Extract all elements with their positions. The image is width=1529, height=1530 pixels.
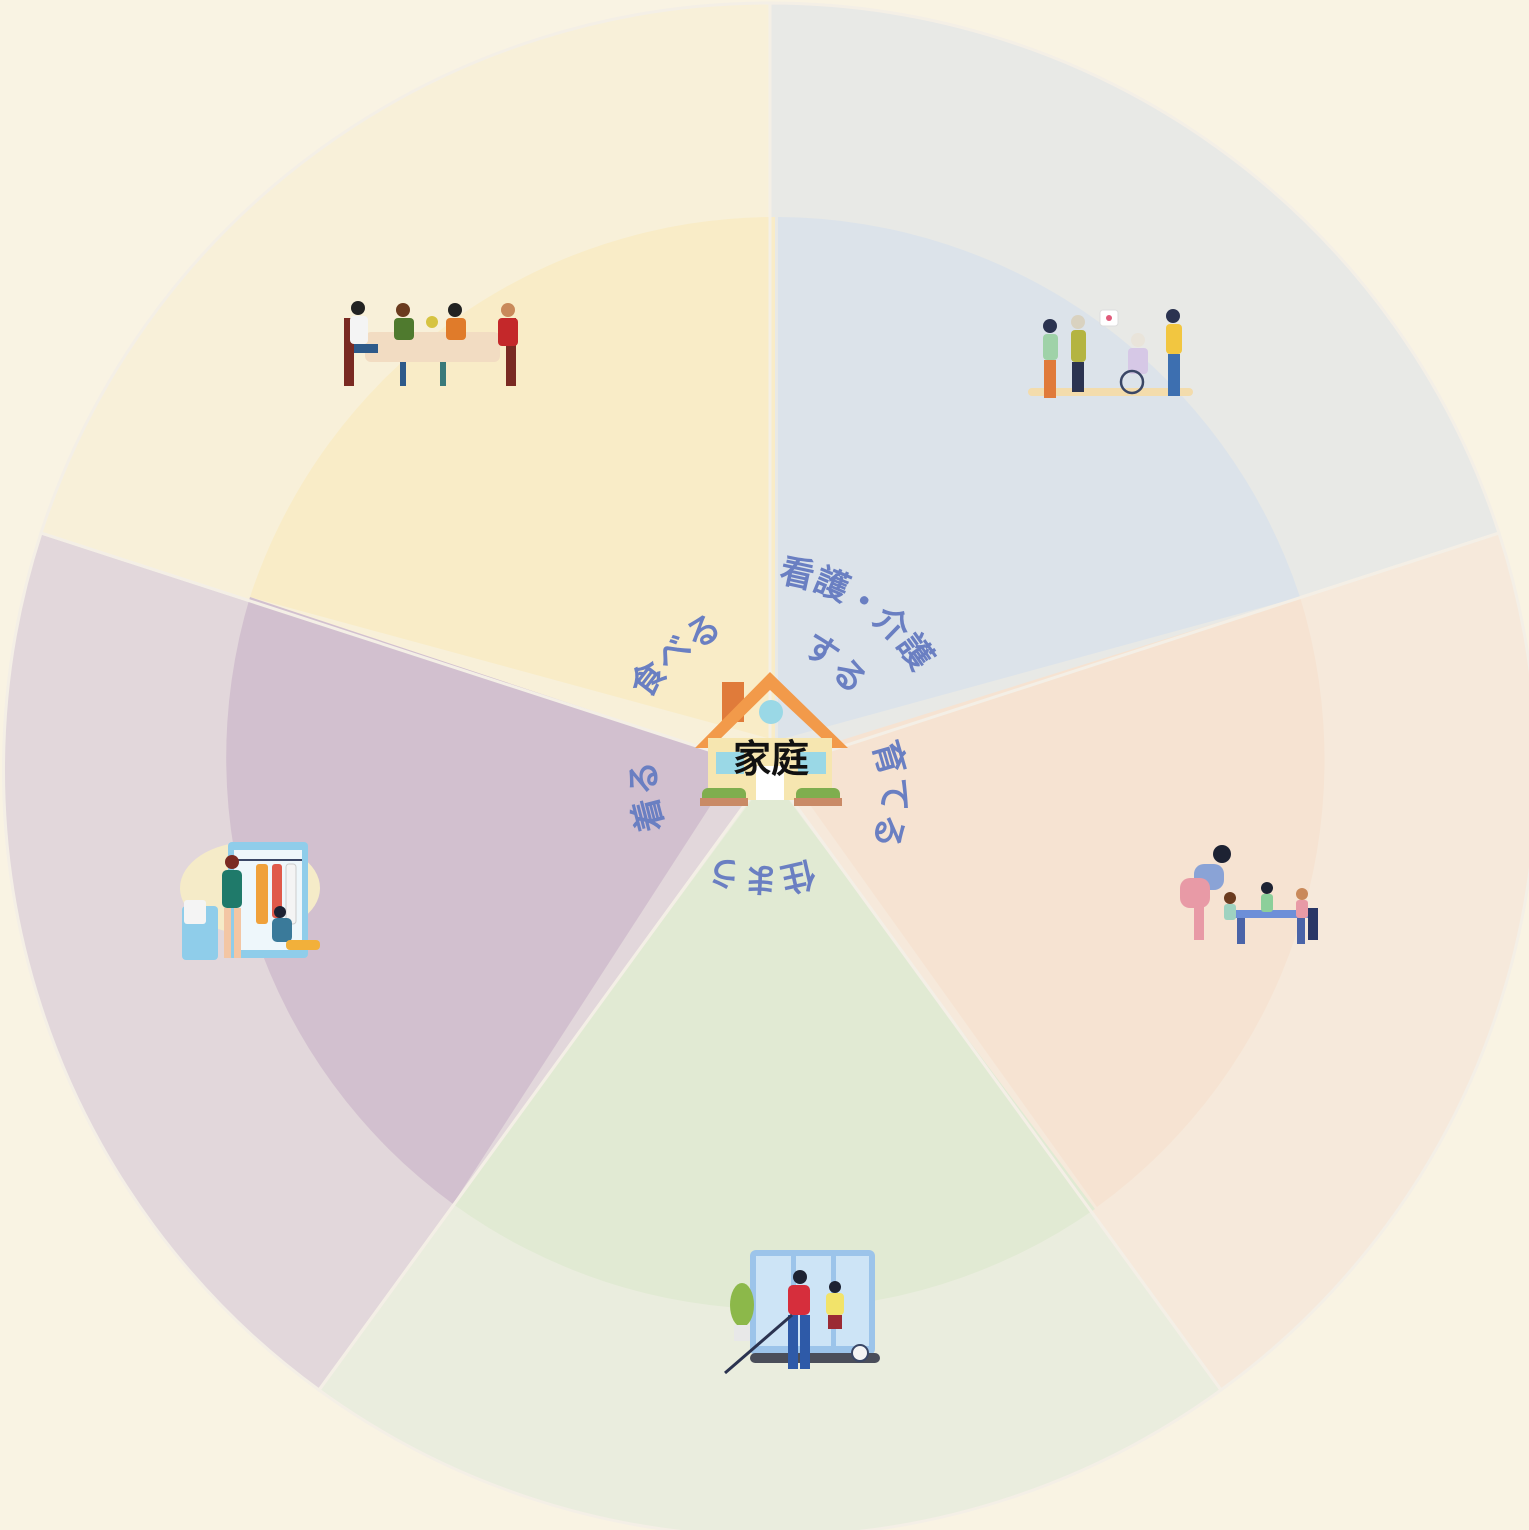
inner-segment-wear [226,597,741,1204]
inner-segment-raise [778,597,1325,1207]
clothing-wardrobe-icon [180,842,320,960]
segment-dividers [40,3,1500,1391]
inner-ring [226,217,1325,1310]
inner-segment-live [453,775,1095,1310]
inner-segment-eat [250,217,775,740]
inner-segment-care [778,217,1300,740]
childcare-icon [1180,845,1318,944]
family-dining-icon [344,301,518,386]
house-icon [695,672,848,806]
center-title: 家庭 [733,737,809,781]
elderly-care-icon [1028,309,1193,398]
house-cleaning-icon [724,1250,880,1375]
